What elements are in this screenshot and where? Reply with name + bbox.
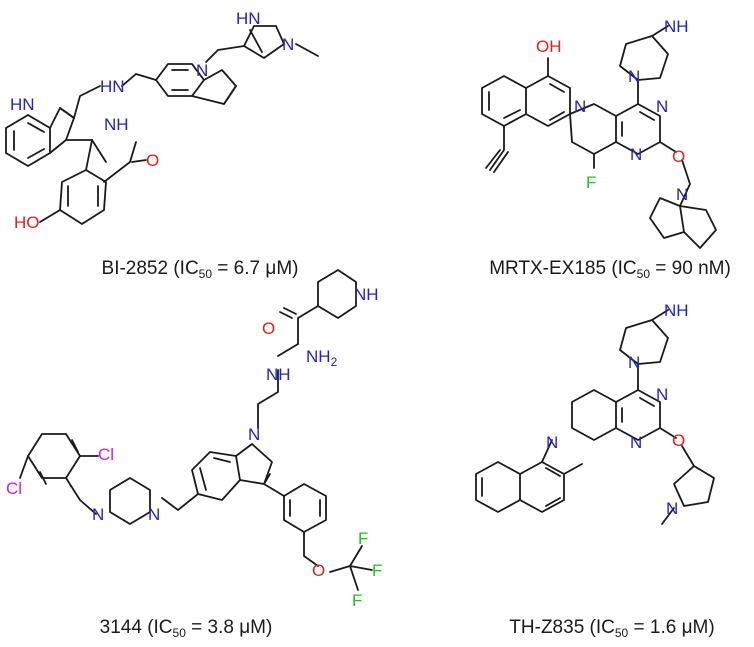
atom-label: NH [104, 115, 129, 134]
atom-label: N [656, 97, 668, 116]
atom-label: HN [236, 9, 261, 28]
atom-label: O [262, 319, 275, 338]
atom-label: F [358, 529, 368, 548]
atom-label: NH2 [306, 347, 338, 369]
structure-bi-2852 [5, 25, 319, 225]
atom-label: F [352, 591, 362, 610]
atom-label: Cl [6, 479, 22, 498]
atom-label: N [628, 67, 640, 86]
structure-th-z835 [475, 309, 715, 525]
atom-label: Cl [98, 445, 114, 464]
atom-label: NH [266, 365, 291, 384]
atom-label: NH [664, 301, 689, 320]
caption-th-z835: TH-Z835 (IC50 = 1.6 μM) [509, 617, 714, 640]
atom-label: NH [664, 17, 689, 36]
atom-label: N [196, 61, 208, 80]
atom-label: F [586, 173, 596, 192]
structure-mrtx-ex185 [481, 25, 717, 249]
atom-label: HN [10, 95, 35, 114]
atom-label: HN [100, 77, 125, 96]
structure-3144 [19, 269, 373, 591]
atom-label: N [630, 433, 642, 452]
atom-label: N [546, 433, 558, 452]
atom-label: OH [536, 37, 562, 56]
atom-label: O [672, 147, 685, 166]
caption-3144: 3144 (IC50 = 3.8 μM) [100, 617, 273, 640]
atom-label: O [672, 431, 685, 450]
atom-label: N [148, 505, 160, 524]
atom-label: N [656, 385, 668, 404]
atom-label: N [248, 425, 260, 444]
caption-mrtx-ex185: MRTX-EX185 (IC50 = 90 nM) [489, 258, 731, 281]
atom-label: N [630, 145, 642, 164]
atom-label: N [92, 505, 104, 524]
atom-label: F [372, 561, 382, 580]
atom-label: N [574, 97, 586, 116]
atom-label: N [676, 185, 688, 204]
atom-label: N [282, 35, 294, 54]
atom-label: NH [354, 285, 379, 304]
atom-label: HO [14, 213, 40, 232]
caption-bi-2852: BI-2852 (IC50 = 6.7 μM) [102, 258, 299, 281]
atom-label: N [666, 499, 678, 518]
atom-label: O [146, 151, 159, 170]
atom-label: N [628, 353, 640, 372]
atom-label: O [312, 561, 325, 580]
